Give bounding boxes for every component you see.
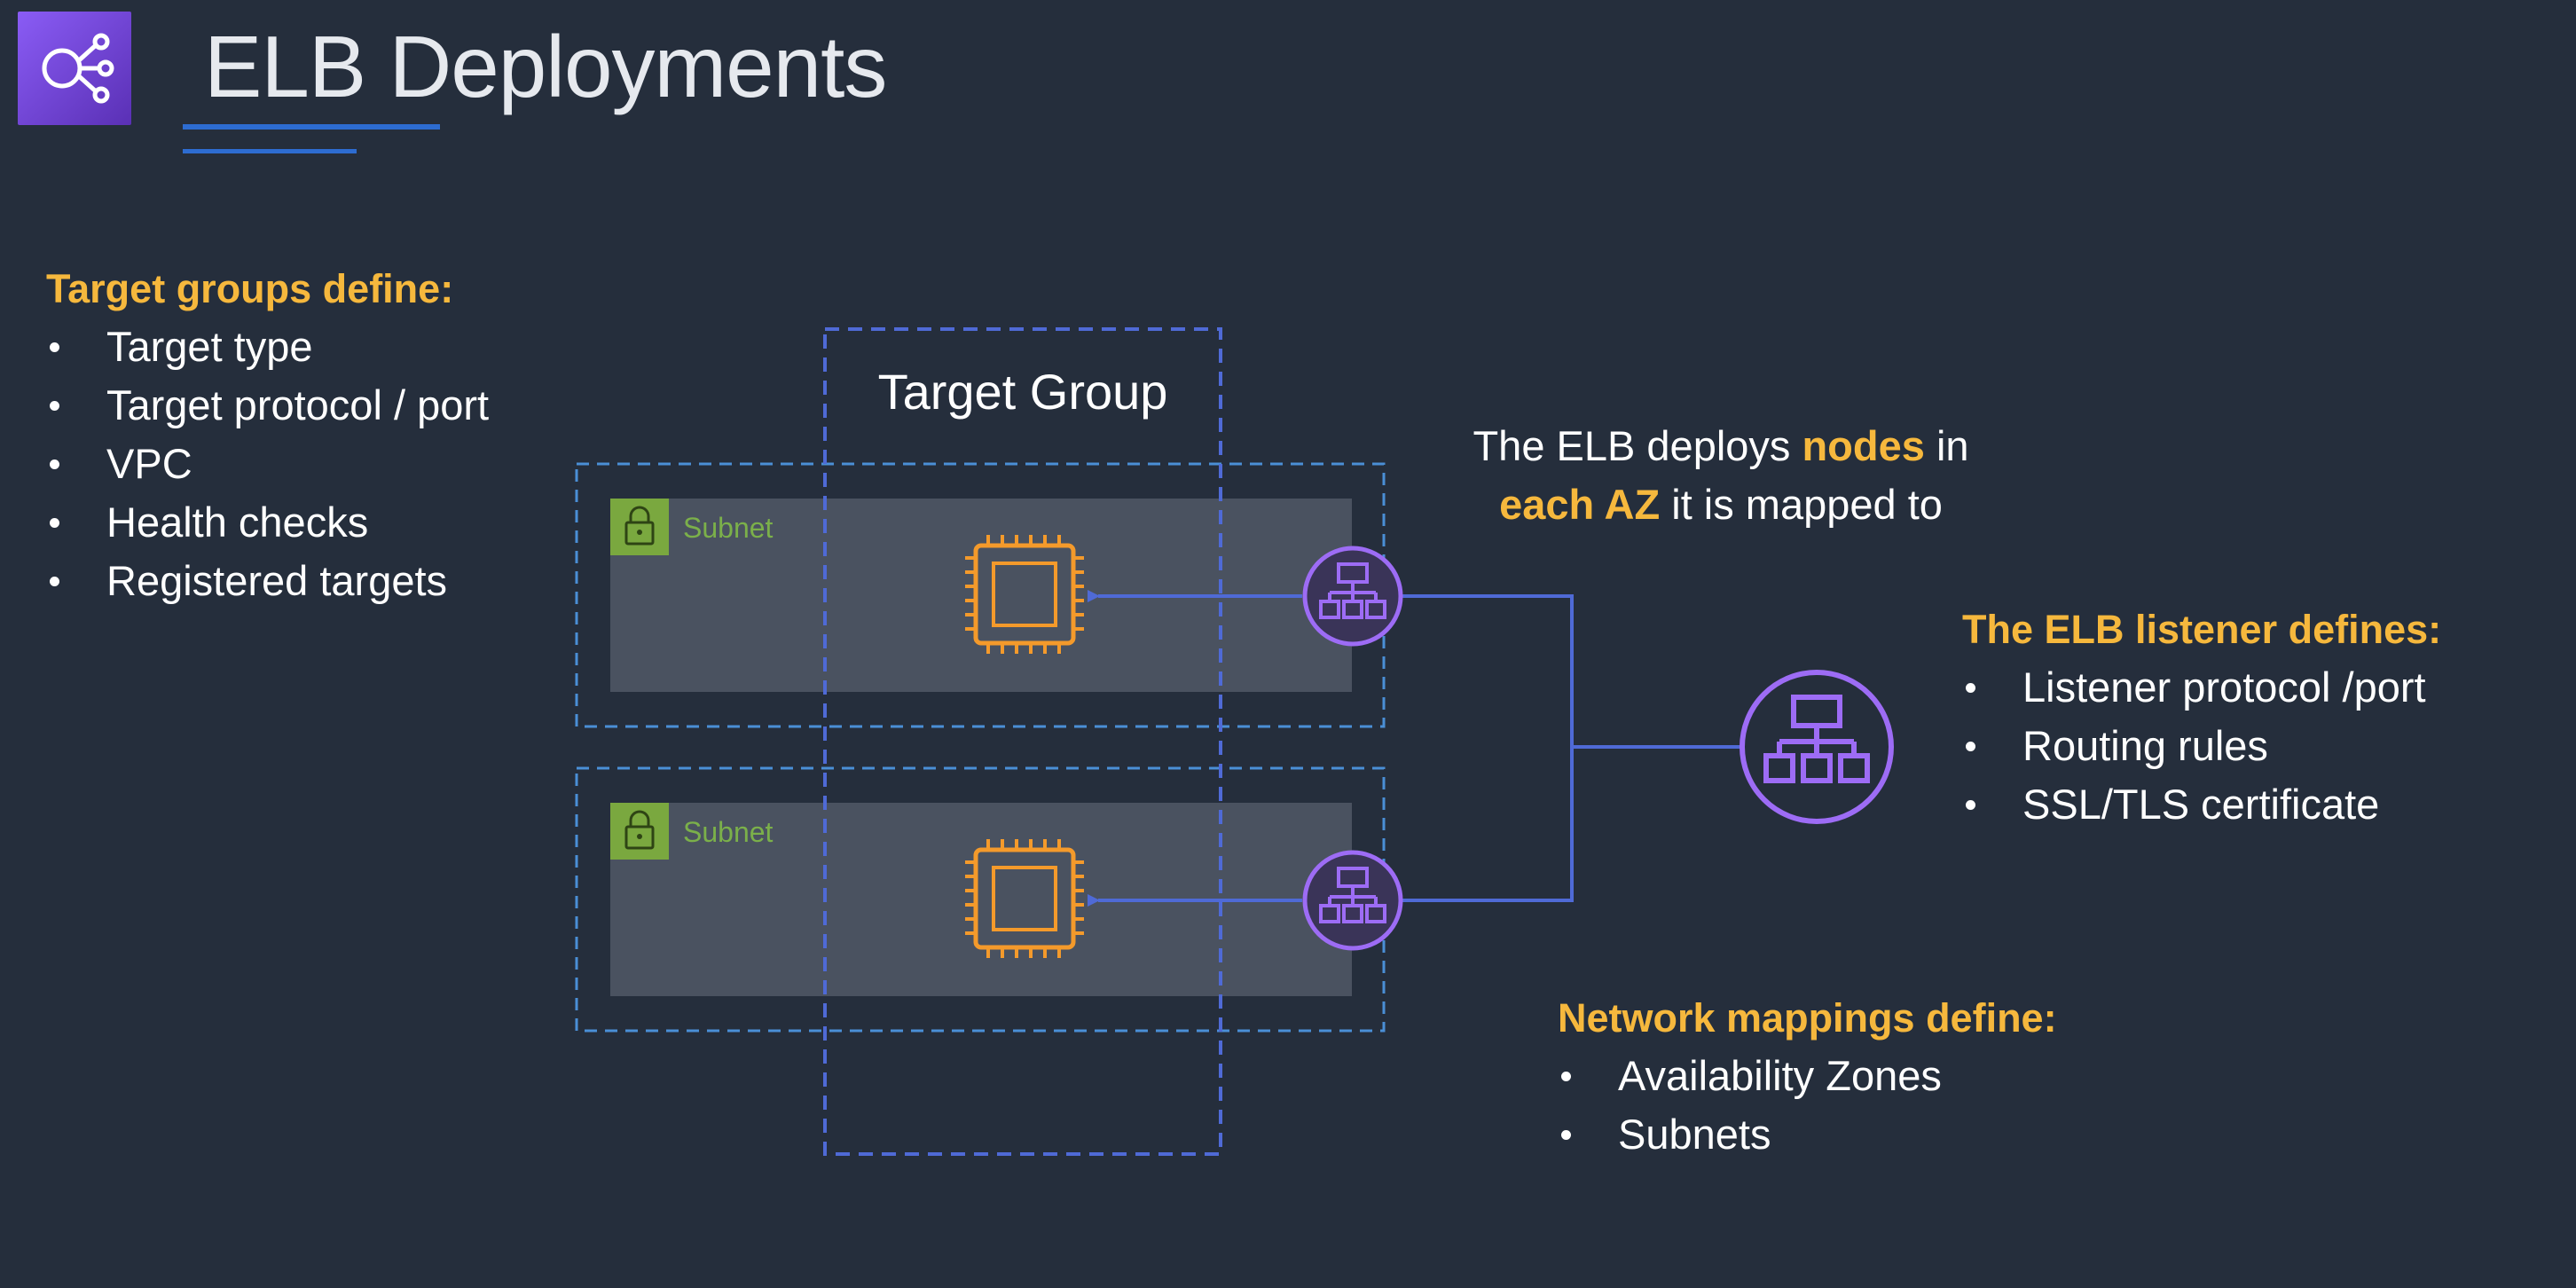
subnet-label: Subnet <box>683 512 774 544</box>
elb-note-text: in <box>1924 422 1969 469</box>
list-item: Subnets <box>1558 1105 2057 1164</box>
list-item: Health checks <box>46 493 489 552</box>
subnet-label: Subnet <box>683 816 774 848</box>
lock-icon <box>610 803 669 860</box>
network-mappings-list: Availability Zones Subnets <box>1558 1047 2057 1164</box>
network-mappings-block: Network mappings define: Availability Zo… <box>1558 990 2057 1164</box>
list-item: Listener protocol /port <box>1962 658 2441 717</box>
page-title: ELB Deployments <box>204 18 887 115</box>
network-mappings-heading: Network mappings define: <box>1558 995 2057 1041</box>
elb-node-icon <box>1302 850 1403 951</box>
elb-logo <box>18 12 131 125</box>
elb-note-text: it is mapped to <box>1660 481 1943 528</box>
list-item: Target protocol / port <box>46 376 489 435</box>
list-item: Target type <box>46 318 489 376</box>
list-item: Routing rules <box>1962 717 2441 775</box>
listener-heading: The ELB listener defines: <box>1962 607 2442 652</box>
target-group-label: Target Group <box>877 364 1168 420</box>
elastic-load-balancing-icon <box>42 33 114 104</box>
listener-block: The ELB listener defines: Listener proto… <box>1962 601 2441 834</box>
elb-note-line-1: The ELB deploys nodes in <box>1384 417 2058 475</box>
list-item: Availability Zones <box>1558 1047 2057 1105</box>
elb-load-balancer-icon <box>1740 670 1894 824</box>
elb-node-icon <box>1302 546 1403 647</box>
ec2-instance-chip-icon <box>965 839 1084 958</box>
list-item: Registered targets <box>46 552 489 610</box>
title-underline-short <box>183 149 357 153</box>
lock-icon <box>610 499 669 555</box>
list-item: SSL/TLS certificate <box>1962 775 2441 834</box>
elb-note-line-2: each AZ it is mapped to <box>1384 475 2058 534</box>
elb-note-text: The ELB deploys <box>1473 422 1802 469</box>
listener-list: Listener protocol /port Routing rules SS… <box>1962 658 2441 834</box>
ec2-instance-chip-icon <box>965 535 1084 654</box>
target-groups-list: Target type Target protocol / port VPC H… <box>46 318 489 610</box>
list-item: VPC <box>46 435 489 493</box>
target-groups-heading: Target groups define: <box>46 266 454 311</box>
elb-nodes-note: The ELB deploys nodes in each AZ it is m… <box>1384 417 2058 534</box>
target-groups-block: Target groups define: Target type Target… <box>46 261 489 610</box>
target-group-box <box>823 327 1222 1156</box>
elb-note-highlight-each-az: each AZ <box>1499 481 1661 528</box>
connector-bracket <box>1402 594 1574 902</box>
elb-note-highlight-nodes: nodes <box>1802 422 1925 469</box>
title-underline-long <box>183 124 440 130</box>
